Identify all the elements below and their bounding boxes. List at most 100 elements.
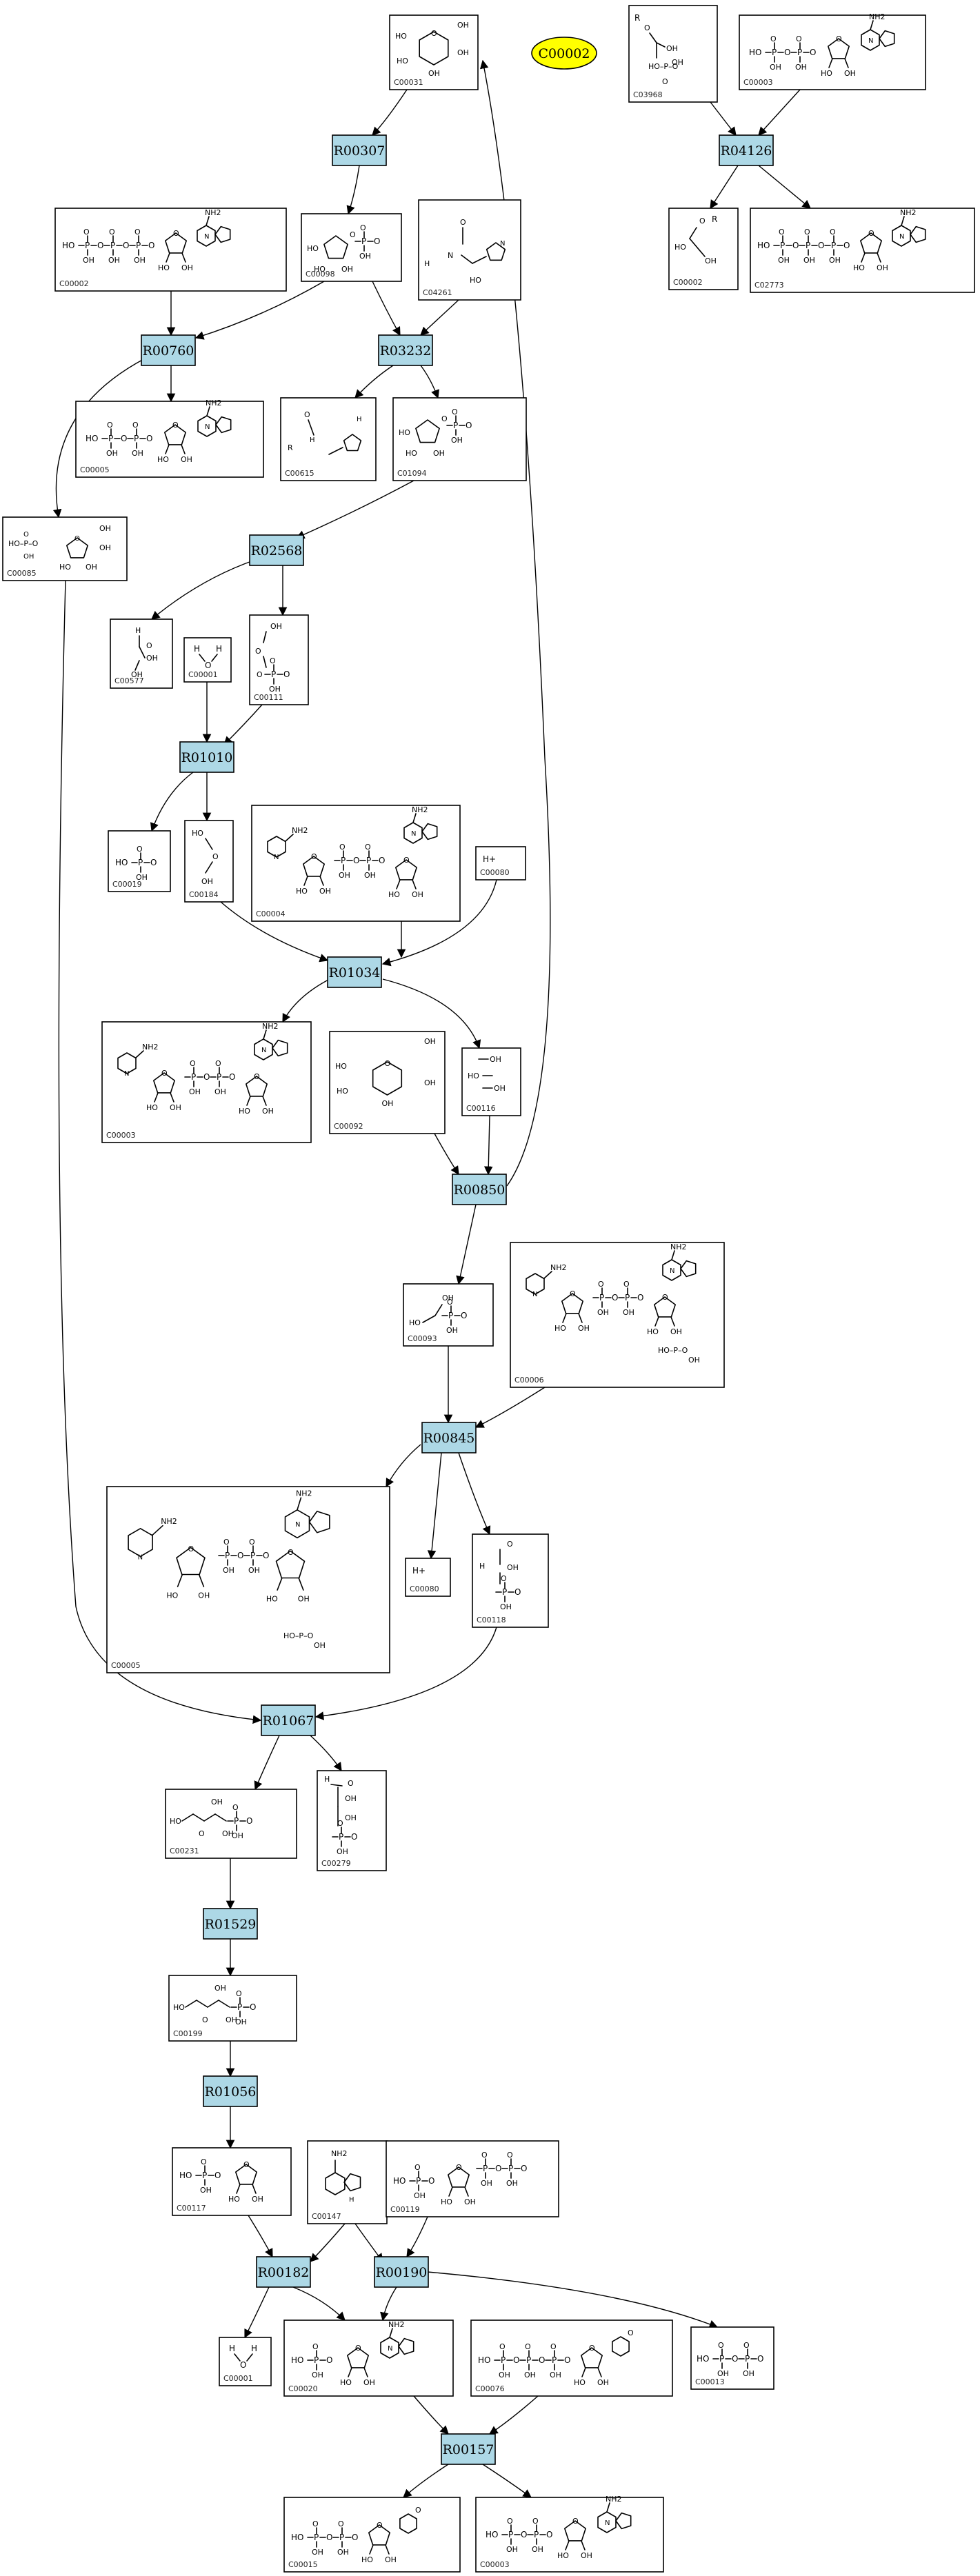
reaction-node[interactable]: R00760: [141, 334, 196, 366]
compound-box[interactable]: [668, 208, 739, 290]
compound-node[interactable]: H+C00080: [475, 846, 526, 881]
compound-box[interactable]: [472, 1533, 549, 1628]
reaction-box[interactable]: [261, 1704, 316, 1736]
reaction-box[interactable]: [327, 956, 382, 988]
compound-box[interactable]: [386, 2140, 559, 2217]
compound-box[interactable]: [165, 1789, 297, 1859]
reaction-box[interactable]: [203, 2075, 258, 2107]
compound-box[interactable]: [2, 516, 128, 581]
compound-box[interactable]: [389, 14, 479, 90]
reaction-node[interactable]: R02568: [249, 534, 304, 566]
compound-box[interactable]: [251, 805, 461, 922]
start-compound-node[interactable]: C00002: [531, 37, 597, 70]
reaction-node[interactable]: R00182: [256, 2256, 311, 2288]
reaction-node[interactable]: R04126: [719, 134, 774, 166]
reaction-box[interactable]: [332, 134, 387, 166]
reaction-node[interactable]: R00190: [374, 2256, 429, 2288]
compound-box[interactable]: [690, 2326, 774, 2390]
compound-box[interactable]: [172, 2147, 292, 2216]
compound-box[interactable]: [470, 2320, 673, 2397]
reaction-node[interactable]: R01056: [203, 2075, 258, 2107]
compound-box[interactable]: [108, 830, 171, 892]
compound-box[interactable]: [403, 1283, 494, 1347]
compound-box[interactable]: [475, 846, 526, 881]
compound-box[interactable]: [283, 2320, 454, 2397]
compound-box[interactable]: [283, 2497, 461, 2573]
compound-box[interactable]: [510, 1242, 725, 1388]
compound-box[interactable]: [249, 614, 309, 705]
compound-box[interactable]: [101, 1021, 312, 1143]
reaction-box[interactable]: [374, 2256, 429, 2288]
reaction-node[interactable]: R00850: [452, 1174, 507, 1205]
reaction-box[interactable]: [441, 2433, 496, 2465]
compound-box[interactable]: [301, 213, 402, 282]
compound-box[interactable]: [184, 820, 234, 903]
compound-node[interactable]: H+C00080: [405, 1558, 451, 1597]
reaction-node[interactable]: R00157: [441, 2433, 496, 2465]
reaction-box[interactable]: [421, 1422, 477, 1453]
compound-box[interactable]: [329, 1031, 446, 1134]
compound-box[interactable]: [317, 1770, 387, 1871]
reaction-box[interactable]: [249, 534, 304, 566]
compound-box[interactable]: [219, 2337, 272, 2386]
reaction-box[interactable]: [141, 334, 196, 366]
reaction-box[interactable]: [378, 334, 433, 366]
compound-box[interactable]: [750, 208, 975, 293]
compound-box[interactable]: [405, 1558, 451, 1597]
reaction-box[interactable]: [256, 2256, 311, 2288]
reaction-node[interactable]: R01010: [179, 741, 234, 773]
compound-box[interactable]: [106, 1486, 390, 1673]
reaction-node[interactable]: R00845: [421, 1422, 477, 1453]
reaction-node[interactable]: R00307: [332, 134, 387, 166]
reaction-node[interactable]: R03232: [378, 334, 433, 366]
compound-box[interactable]: [183, 637, 232, 683]
reaction-node[interactable]: R01529: [203, 1908, 258, 1940]
compound-box[interactable]: [461, 1047, 521, 1116]
compound-box[interactable]: [392, 397, 527, 481]
reaction-box[interactable]: [203, 1908, 258, 1940]
start-compound-ellipse[interactable]: [531, 37, 597, 70]
reaction-node[interactable]: R01067: [261, 1704, 316, 1736]
reaction-box[interactable]: [719, 134, 774, 166]
compound-box[interactable]: [628, 5, 718, 103]
compound-box[interactable]: [280, 397, 377, 481]
compound-box[interactable]: [168, 1975, 297, 2042]
reaction-node[interactable]: R01034: [327, 956, 382, 988]
reaction-box[interactable]: [179, 741, 234, 773]
compound-box[interactable]: [110, 618, 173, 689]
